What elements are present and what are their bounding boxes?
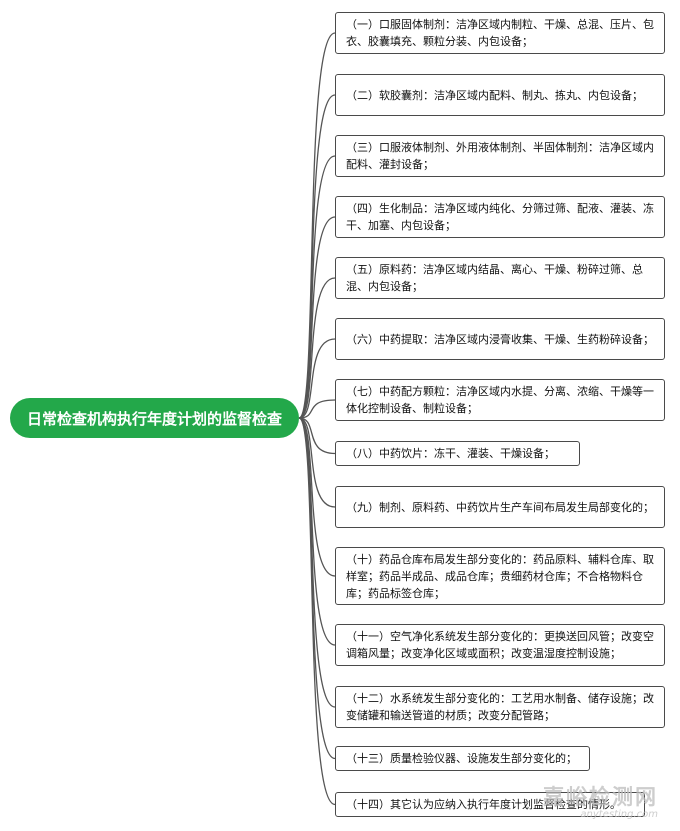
branch-node-11-label: （十一）空气净化系统发生部分变化的：更换送回风管；改变空调箱风量；改变净化区域或… [346, 630, 654, 660]
branch-node-6-label: （六）中药提取：洁净区域内浸膏收集、干燥、生药粉碎设备； [346, 332, 654, 346]
branch-node-2-label: （二）软胶囊剂：洁净区域内配料、制丸、拣丸、内包设备； [346, 88, 643, 102]
branch-node-8: （八）中药饮片：冻干、灌装、干燥设备； [335, 441, 580, 466]
branch-node-3: （三）口服液体制剂、外用液体制剂、半固体制剂：洁净区域内配料、灌封设备； [335, 135, 665, 177]
connector-4 [298, 216, 336, 419]
branch-node-12: （十二）水系统发生部分变化的：工艺用水制备、储存设施；改变储罐和输送管道的材质；… [335, 686, 665, 728]
branch-node-3-label: （三）口服液体制剂、外用液体制剂、半固体制剂：洁净区域内配料、灌封设备； [346, 141, 654, 171]
connector-14 [298, 417, 336, 806]
branch-node-13-label: （十三）质量检验仪器、设施发生部分变化的； [346, 752, 577, 765]
connector-3 [298, 155, 336, 419]
branch-node-14-label: （十四）其它认为应纳入执行年度计划监督检查的情形。 [346, 798, 621, 811]
branch-node-10: （十）药品仓库布局发生部分变化的：药品原料、辅料仓库、取样室；药品半成品、成品仓… [335, 547, 665, 605]
connector-12 [298, 417, 336, 708]
connector-5 [298, 277, 336, 419]
connector-6 [298, 338, 336, 419]
connector-1 [298, 32, 336, 419]
connector-11 [298, 417, 336, 646]
connector-7 [298, 399, 336, 419]
branch-node-6: （六）中药提取：洁净区域内浸膏收集、干燥、生药粉碎设备； [335, 318, 665, 360]
branch-node-5: （五）原料药：洁净区域内结晶、离心、干燥、粉碎过筛、总混、内包设备； [335, 257, 665, 299]
branch-node-14: （十四）其它认为应纳入执行年度计划监督检查的情形。 [335, 792, 645, 817]
root-topic-label: 日常检查机构执行年度计划的监督检查 [26, 409, 282, 428]
branch-node-4: （四）生化制品：洁净区域内纯化、分筛过筛、配液、灌装、冻干、加塞、内包设备； [335, 196, 665, 238]
branch-node-12-label: （十二）水系统发生部分变化的：工艺用水制备、储存设施；改变储罐和输送管道的材质；… [346, 692, 654, 722]
branch-node-1: （一）口服固体制剂：洁净区域内制粒、干燥、总混、压片、包衣、胶囊填充、颗粒分装、… [335, 12, 665, 54]
branch-node-1-label: （一）口服固体制剂：洁净区域内制粒、干燥、总混、压片、包衣、胶囊填充、颗粒分装、… [346, 18, 654, 48]
branch-node-9: （九）制剂、原料药、中药饮片生产车间布局发生局部变化的； [335, 486, 665, 528]
branch-node-2: （二）软胶囊剂：洁净区域内配料、制丸、拣丸、内包设备； [335, 74, 665, 116]
branch-node-13: （十三）质量检验仪器、设施发生部分变化的； [335, 746, 590, 771]
connector-10 [298, 417, 336, 577]
connector-13 [298, 417, 336, 760]
connector-9 [298, 417, 336, 508]
connector-8 [298, 417, 336, 455]
branch-node-10-label: （十）药品仓库布局发生部分变化的：药品原料、辅料仓库、取样室；药品半成品、成品仓… [346, 552, 654, 600]
branch-node-8-label: （八）中药饮片：冻干、灌装、干燥设备； [346, 447, 555, 460]
branch-node-7: （七）中药配方颗粒：洁净区域内水提、分离、浓缩、干燥等一体化控制设备、制粒设备； [335, 379, 665, 421]
branch-node-4-label: （四）生化制品：洁净区域内纯化、分筛过筛、配液、灌装、冻干、加塞、内包设备； [346, 202, 654, 232]
branch-node-5-label: （五）原料药：洁净区域内结晶、离心、干燥、粉碎过筛、总混、内包设备； [346, 263, 643, 293]
branch-node-9-label: （九）制剂、原料药、中药饮片生产车间布局发生局部变化的； [346, 500, 654, 514]
branch-node-7-label: （七）中药配方颗粒：洁净区域内水提、分离、浓缩、干燥等一体化控制设备、制粒设备； [346, 385, 654, 415]
root-topic: 日常检查机构执行年度计划的监督检查 [10, 398, 299, 438]
branch-node-11: （十一）空气净化系统发生部分变化的：更换送回风管；改变空调箱风量；改变净化区域或… [335, 624, 665, 666]
